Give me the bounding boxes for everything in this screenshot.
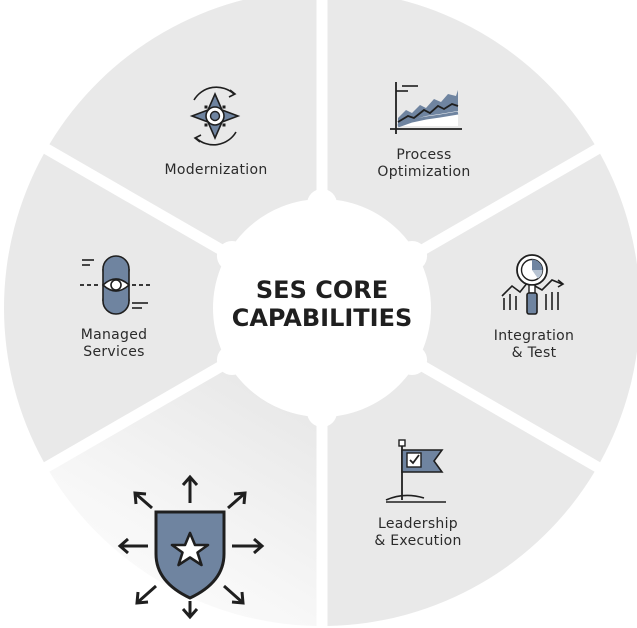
segment-label-line: & Test [511,345,557,361]
chart-trend-icon [390,82,462,134]
ring-dot [216,345,247,375]
segment-label-line: Integration [493,328,575,344]
segment-shield [49,364,317,626]
segment-label-line: Services [83,344,145,360]
ring-dot [397,241,428,271]
segment-label-line: Modernization [164,162,268,178]
flag-check-icon [385,439,446,503]
compass-arrows-icon [189,86,241,146]
magnifier-chart-icon [501,254,565,315]
segment-leadership-execution [327,364,595,626]
ring-dot [397,345,428,375]
center-title-line: CAPABILITIES [231,304,413,332]
ring-dot [307,397,337,427]
center-title-line: SES CORE [255,276,389,304]
segment-label-line: Leadership [378,516,458,532]
segment-label-line: Managed [80,327,148,343]
segment-modernization [49,0,317,252]
segment-label-managed-services: Managed Services [81,327,148,361]
center-disc [223,209,421,407]
segment-label-line: Optimization [377,164,471,180]
segment-integration-test [414,153,637,463]
segment-label-line: & Execution [374,533,462,549]
segment-process-optimization [327,0,595,252]
segment-label-leadership-execution: Leadership & Execution [374,516,461,550]
segment-label-modernization: Modernization [164,162,267,179]
segment-label-integration-test: Integration & Test [494,328,574,362]
center-title: SES CORE CAPABILITIES [232,276,413,332]
shield-star-icon [117,474,265,620]
segment-label-process-optimization: Process Optimization [377,147,470,181]
eye-lens-icon [80,255,150,315]
ring-dot [307,189,337,219]
ring-dot [216,241,247,271]
segment-label-line: Process [396,147,452,163]
